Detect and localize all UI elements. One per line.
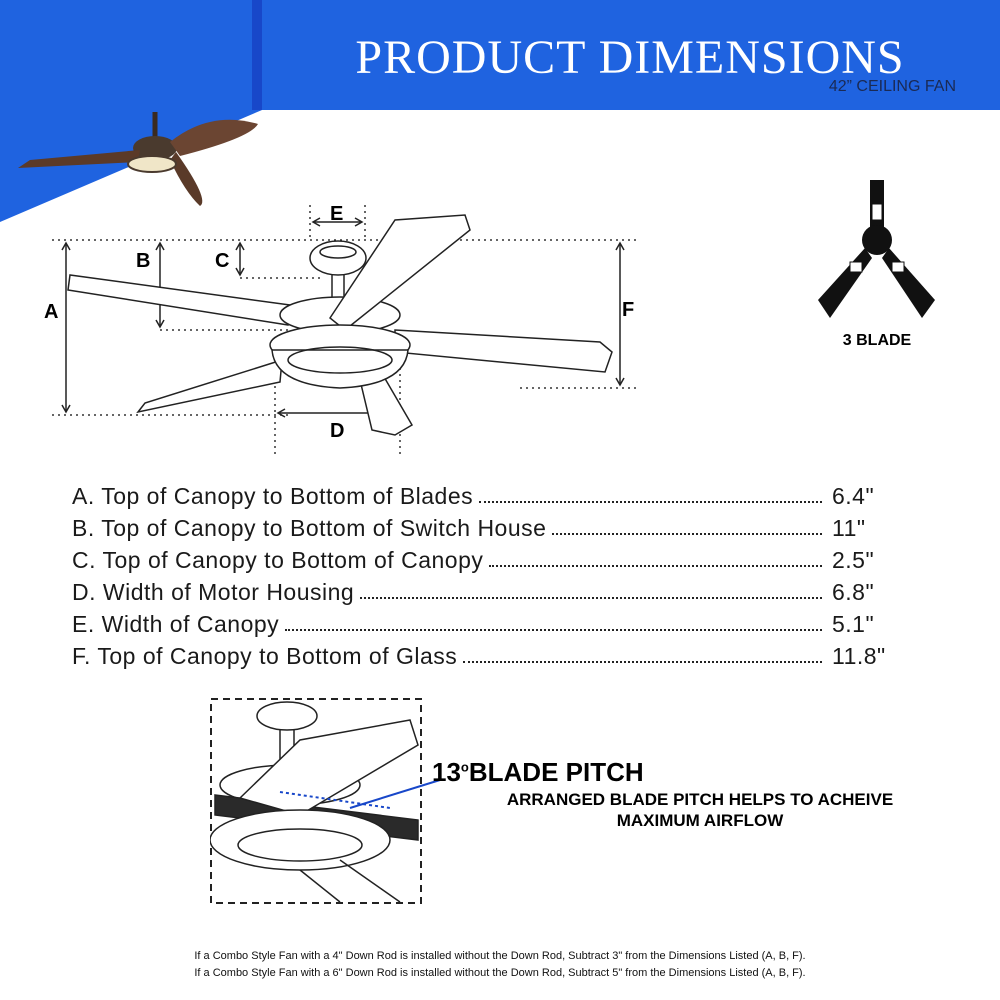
dimension-row: A. Top of Canopy to Bottom of Blades 6.4" <box>72 478 892 510</box>
fan-line-drawing <box>67 214 613 436</box>
page-subtitle: 42” CEILING FAN <box>828 78 956 95</box>
three-blade-icon <box>818 180 935 318</box>
dimension-arrows <box>61 217 625 418</box>
label-e: E <box>330 203 343 225</box>
dimension-row: D. Width of Motor Housing 6.8" <box>72 574 892 606</box>
dimension-value: 11.8" <box>832 643 886 669</box>
pitch-description: ARRANGED BLADE PITCH HELPS TO ACHEIVE MA… <box>460 789 940 831</box>
blade-pitch-detail <box>210 698 422 904</box>
dotted-leader <box>463 661 822 663</box>
footnote-2: If a Combo Style Fan with a 6" Down Rod … <box>194 967 806 979</box>
dimension-row: B. Top of Canopy to Bottom of Switch Hou… <box>72 510 892 542</box>
dimension-row: C. Top of Canopy to Bottom of Canopy 2.5" <box>72 542 892 574</box>
fan-product-photo <box>18 112 258 206</box>
dimension-value: 5.1" <box>832 611 875 637</box>
blade-config-label: 3 BLADE <box>842 332 912 349</box>
dimension-label: D. Width of Motor Housing <box>72 579 355 605</box>
pitch-title-text: BLADE PITCH <box>468 757 644 787</box>
pitch-description-line1: ARRANGED BLADE PITCH HELPS TO ACHEIVE <box>506 790 894 809</box>
dimension-list: A. Top of Canopy to Bottom of Blades 6.4"… <box>72 478 892 670</box>
dimension-row: F. Top of Canopy to Bottom of Glass 11.8" <box>72 638 892 670</box>
dotted-leader <box>360 597 822 599</box>
dimension-label: E. Width of Canopy <box>72 611 280 637</box>
dimension-guide-lines <box>52 205 640 455</box>
label-c: C <box>215 250 229 272</box>
dimension-label: A. Top of Canopy to Bottom of Blades <box>72 483 474 509</box>
dimension-label: B. Top of Canopy to Bottom of Switch Hou… <box>72 515 547 541</box>
dimension-value: 6.8" <box>832 579 875 605</box>
footnote-1: If a Combo Style Fan with a 4" Down Rod … <box>194 950 806 962</box>
label-f: F <box>622 299 634 321</box>
pitch-description-line2: MAXIMUM AIRFLOW <box>616 811 784 830</box>
banner-accent <box>252 0 262 110</box>
degree-symbol: o <box>460 759 469 775</box>
dimension-value: 11" <box>832 515 866 541</box>
banner-background <box>0 0 1000 222</box>
pitch-degrees: 13 <box>432 757 461 787</box>
dotted-leader <box>552 533 822 535</box>
pitch-title: 13oBLADE PITCH <box>432 757 644 788</box>
footnotes: If a Combo Style Fan with a 4" Down Rod … <box>0 948 1000 982</box>
fan-dimension-diagram: A B C D E F <box>44 180 935 455</box>
dimension-value: 6.4" <box>832 483 875 509</box>
dotted-leader <box>285 629 822 631</box>
dimension-label: F. Top of Canopy to Bottom of Glass <box>72 643 458 669</box>
label-b: B <box>136 250 150 272</box>
dotted-leader <box>479 501 822 503</box>
label-d: D <box>330 420 344 442</box>
dimension-row: E. Width of Canopy 5.1" <box>72 606 892 638</box>
dimension-value: 2.5" <box>832 547 875 573</box>
header-banner <box>0 0 1000 222</box>
dotted-leader <box>489 565 822 567</box>
label-a: A <box>44 301 58 323</box>
dimension-label: C. Top of Canopy to Bottom of Canopy <box>72 547 484 573</box>
page-title: PRODUCT DIMENSIONS <box>355 31 905 84</box>
